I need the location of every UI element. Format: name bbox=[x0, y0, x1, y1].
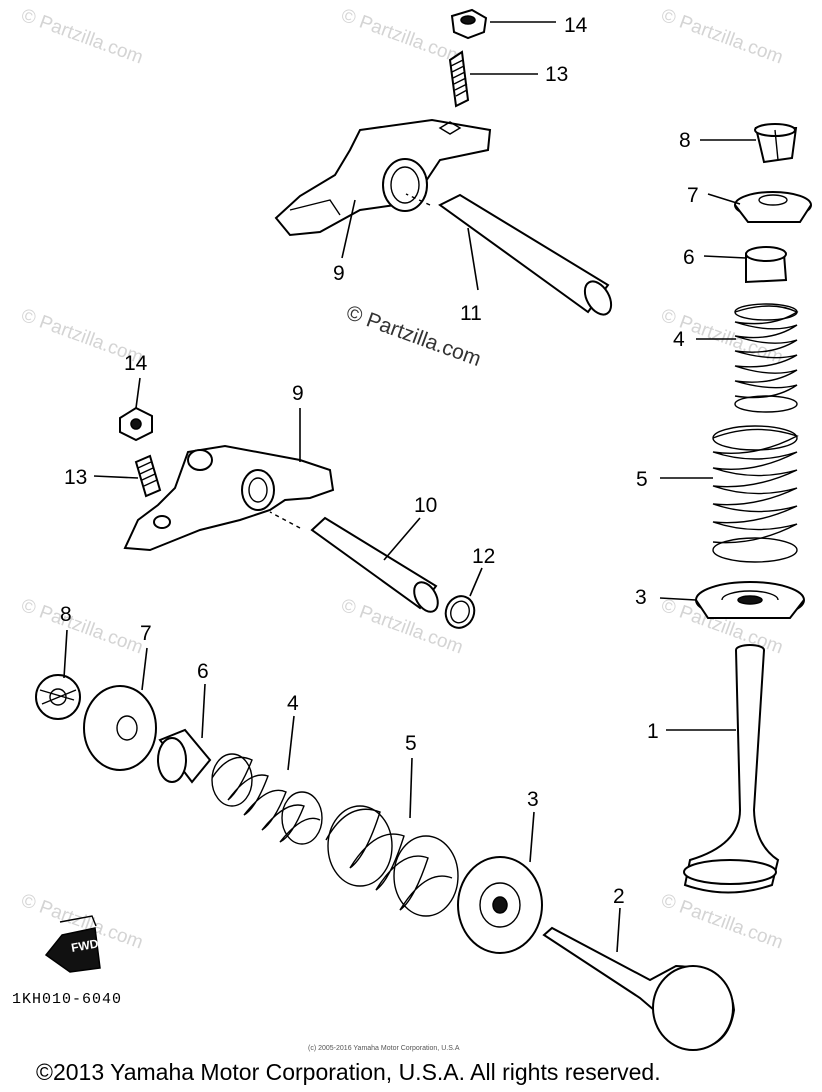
fwd-label: FWD bbox=[70, 936, 100, 955]
right-spring-seat bbox=[745, 246, 788, 284]
top-nut bbox=[450, 8, 488, 40]
callout-10-mid: 10 bbox=[414, 494, 437, 517]
callout-5-right: 5 bbox=[636, 468, 648, 491]
callout-6-right: 6 bbox=[683, 246, 695, 269]
callout-1-right: 1 bbox=[647, 720, 659, 743]
watermark-tile: © Partzilla.com bbox=[658, 5, 785, 69]
leader-lines bbox=[63, 21, 756, 953]
callout-7-bottom: 7 bbox=[140, 622, 152, 645]
small-copyright: (c) 2005-2016 Yamaha Motor Corporation, … bbox=[308, 1045, 460, 1052]
footer-copyright: ©2013 Yamaha Motor Corporation, U.S.A. A… bbox=[36, 1059, 661, 1085]
top-rocker-shaft bbox=[405, 193, 613, 316]
callout-13-mid: 13 bbox=[64, 466, 87, 489]
callout-8-right: 8 bbox=[679, 129, 691, 152]
callout-2-bottom: 2 bbox=[613, 885, 625, 908]
mid-circlip bbox=[444, 595, 476, 629]
watermark-tile: © Partzilla.com bbox=[18, 5, 145, 69]
callout-7-right: 7 bbox=[687, 184, 699, 207]
top-rocker-assembly bbox=[274, 8, 613, 316]
right-spring-seat-lower bbox=[695, 581, 805, 619]
right-cotter bbox=[754, 123, 798, 164]
mid-rocker-arm bbox=[123, 444, 335, 552]
fwd-arrow-icon: FWD bbox=[44, 915, 101, 973]
callout-14-top: 14 bbox=[564, 14, 588, 37]
bottom-retainer bbox=[83, 685, 157, 771]
bottom-inner-spring bbox=[211, 753, 323, 845]
callout-6-bottom: 6 bbox=[197, 660, 209, 683]
callout-9-mid: 9 bbox=[292, 382, 304, 405]
right-inner-spring bbox=[734, 303, 799, 413]
bottom-cotter bbox=[35, 674, 81, 720]
mid-adjust-screw bbox=[134, 454, 162, 498]
callout-3-right: 3 bbox=[635, 586, 647, 609]
callout-14-mid: 14 bbox=[124, 352, 148, 375]
bottom-spring-seat bbox=[157, 728, 212, 784]
callout-3-bottom: 3 bbox=[527, 788, 539, 811]
bottom-outer-spring bbox=[325, 805, 459, 917]
bottom-lower-seat bbox=[457, 856, 543, 954]
part-code: 1KH010-6040 bbox=[12, 991, 122, 1008]
callout-5-bottom: 5 bbox=[405, 732, 417, 755]
right-valve bbox=[683, 644, 780, 894]
callout-11-top: 11 bbox=[460, 302, 482, 325]
watermark-tile: © Partzilla.com bbox=[658, 890, 785, 954]
right-valve-stack bbox=[683, 123, 812, 894]
top-adjust-screw bbox=[448, 50, 470, 108]
middle-rocker-assembly bbox=[119, 406, 476, 629]
top-rocker-arm bbox=[274, 118, 492, 237]
callout-9-top: 9 bbox=[333, 262, 345, 285]
callout-12-mid: 12 bbox=[472, 545, 495, 568]
mid-rocker-shaft bbox=[269, 511, 439, 613]
watermark-tile: © Partzilla.com bbox=[338, 595, 465, 659]
callout-labels: 14 13 9 11 8 7 6 4 5 3 1 14 13 9 10 12 8… bbox=[60, 14, 699, 908]
watermark-tile: © Partzilla.com bbox=[18, 595, 145, 659]
watermark-tile: © Partzilla.com bbox=[338, 5, 465, 69]
bottom-valve bbox=[542, 926, 736, 1051]
callout-13-top: 13 bbox=[545, 63, 568, 86]
right-outer-spring bbox=[712, 425, 799, 563]
right-retainer bbox=[734, 191, 812, 223]
callout-4-bottom: 4 bbox=[287, 692, 299, 715]
mid-nut bbox=[119, 406, 153, 442]
callout-4-right: 4 bbox=[673, 328, 685, 351]
bottom-valve-stack bbox=[35, 674, 736, 1051]
callout-8-bottom: 8 bbox=[60, 603, 72, 626]
